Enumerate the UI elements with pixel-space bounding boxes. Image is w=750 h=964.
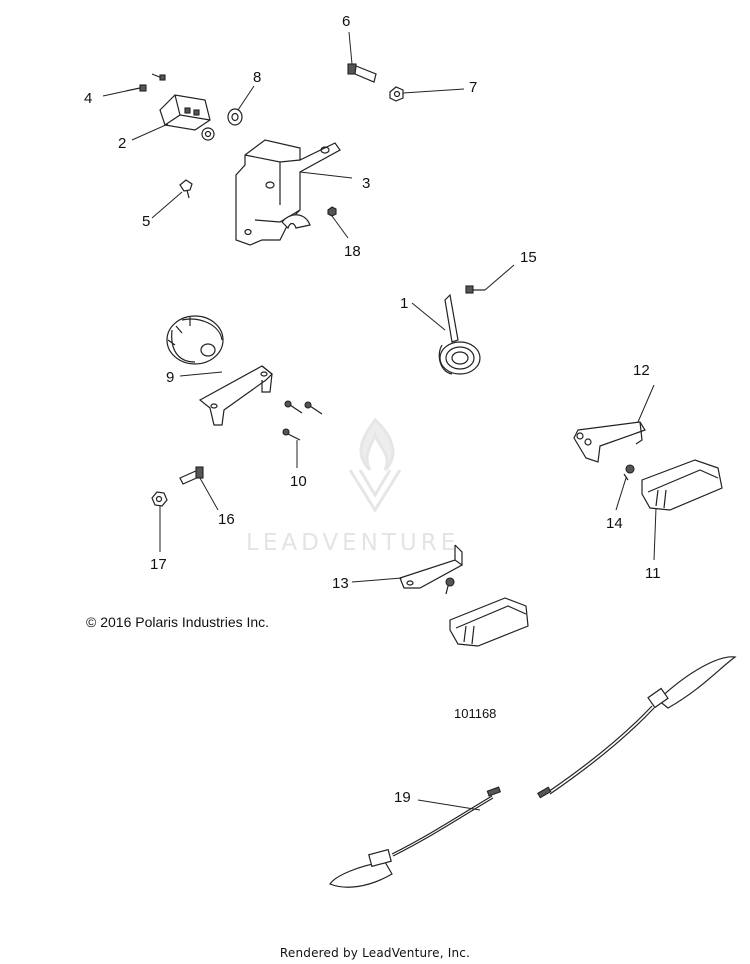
part-4-screw	[125, 73, 166, 92]
part-5-screw	[179, 179, 193, 199]
callout-11: 11	[645, 565, 661, 582]
callout-15: 15	[520, 249, 537, 266]
callout-8: 8	[253, 69, 262, 86]
callout-13: 13	[332, 575, 349, 592]
callout-2: 2	[118, 135, 127, 152]
part-13-bracket	[399, 544, 464, 589]
part-7-nut	[389, 86, 404, 102]
part-13-screw	[445, 577, 455, 595]
footer-text: Rendered by LeadVenture, Inc.	[279, 946, 471, 960]
buzzer	[166, 315, 224, 365]
part-2-relay	[159, 94, 215, 141]
part-19-signal-right	[537, 656, 737, 799]
callout-17: 17	[150, 556, 167, 573]
part-3-bracket	[235, 139, 341, 246]
part-9-bracket	[198, 365, 273, 426]
part-6-bolt	[347, 63, 377, 83]
callout-9: 9	[166, 369, 175, 386]
callout-14: 14	[606, 515, 623, 532]
part-17-nut	[151, 491, 168, 507]
leader-lines	[102, 31, 657, 811]
callout-19: 19	[394, 789, 411, 806]
callout-7: 7	[469, 79, 478, 96]
callout-16: 16	[218, 511, 235, 528]
callout-4: 4	[84, 90, 93, 107]
watermark-logo	[348, 417, 402, 513]
part-14-screw	[623, 464, 635, 481]
callout-18: 18	[344, 243, 361, 260]
part-15-screw	[465, 285, 485, 294]
part-18-nut	[327, 206, 337, 217]
part-8-washer	[227, 108, 243, 126]
part-11-lamp-lower	[449, 597, 529, 647]
part-11-lamp	[641, 459, 723, 511]
diagram-number: 101168	[454, 706, 497, 721]
part-12-bracket	[573, 421, 646, 463]
part-1-horn	[438, 293, 481, 375]
part-10-screws	[282, 400, 323, 441]
part-19-signal-left	[329, 786, 502, 888]
part-16-bolt	[179, 466, 204, 485]
callout-10: 10	[290, 473, 307, 490]
watermark-text: LEADVENTURE	[246, 530, 460, 556]
copyright-notice: © 2016 Polaris Industries Inc.	[86, 614, 270, 630]
callout-5: 5	[142, 213, 151, 230]
callout-12: 12	[633, 362, 650, 379]
callout-3: 3	[362, 175, 371, 192]
callout-6: 6	[342, 13, 351, 30]
callout-1: 1	[400, 295, 409, 312]
